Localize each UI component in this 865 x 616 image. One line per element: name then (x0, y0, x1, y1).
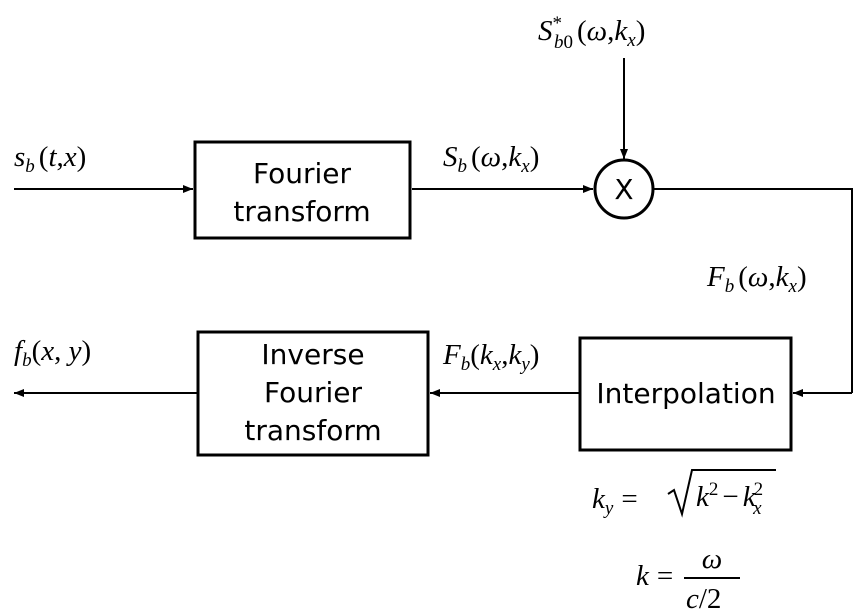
interpolation-block: Interpolation (578, 336, 793, 452)
multiplier-label: X (614, 173, 633, 206)
inverse-label-line-2: Fourier (264, 376, 363, 409)
svg-text:k=: k= (636, 560, 673, 592)
output-signal-label: fb(x, y) (14, 335, 91, 371)
interpolation-label: Interpolation (596, 377, 775, 410)
svg-text:ky=: ky= (592, 483, 638, 519)
fourier-label-line-1: Fourier (253, 157, 352, 190)
svg-text:k2−k2x: k2−k2x (696, 479, 763, 519)
spectrum-signal-label: Sb(ω,kx) (443, 141, 539, 177)
input-signal-label: sb(t,x) (14, 141, 86, 177)
svg-text:c/2: c/2 (686, 583, 721, 615)
product-signal-label: Fb(ω,kx) (706, 261, 807, 297)
interpolated-signal-label: Fb(kx,ky) (442, 339, 539, 375)
fourier-label-line-2: transform (233, 195, 370, 228)
svg-text:ω: ω (702, 543, 722, 575)
inverse-label-line-1: Inverse (261, 338, 364, 371)
product-path (654, 188, 853, 393)
k-equation: k= ω c/2 (636, 543, 740, 615)
fourier-transform-block: Fourier transform (193, 140, 412, 240)
inverse-fourier-transform-block: Inverse Fourier transform (196, 330, 430, 457)
reference-signal-label: S*b0(ω,kx) (538, 13, 645, 53)
multiplier-node: X (593, 158, 655, 220)
inverse-label-line-3: transform (244, 414, 381, 447)
